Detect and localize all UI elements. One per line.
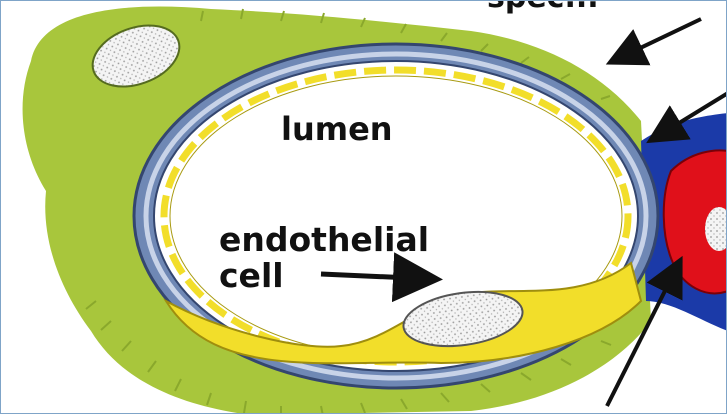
- endothelial-label-line2: cell: [219, 259, 284, 292]
- top-cut-label: spec...: [487, 0, 599, 13]
- pericyte-arrow: [613, 19, 701, 61]
- endothelial-label-line1: endothelial: [219, 223, 429, 256]
- lumen-label: lumen: [281, 113, 393, 145]
